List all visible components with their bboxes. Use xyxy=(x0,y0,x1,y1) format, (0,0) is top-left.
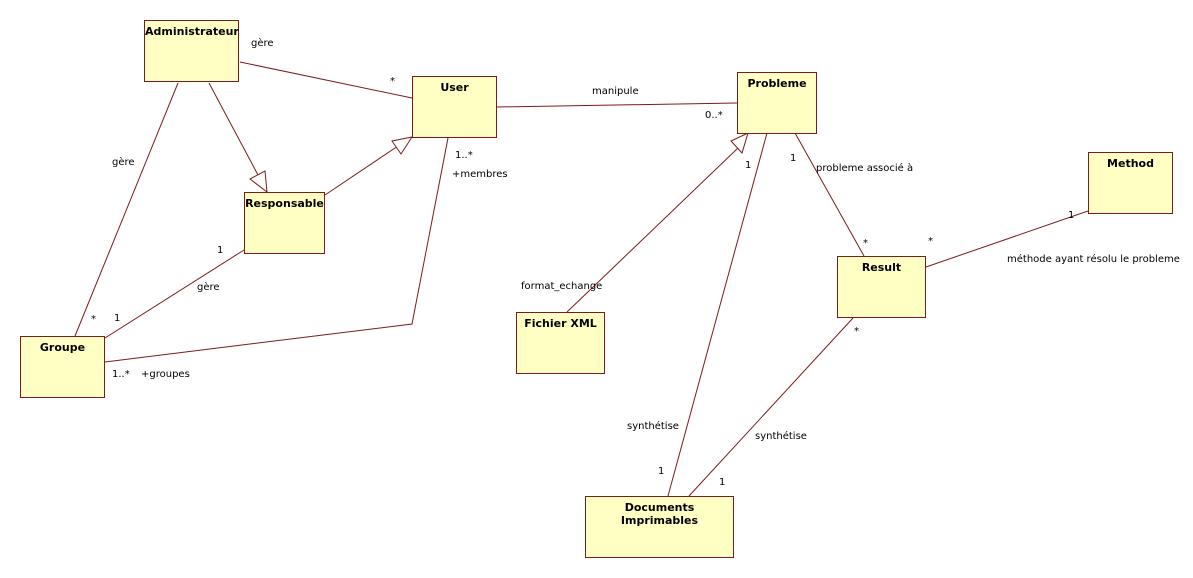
assoc-label: format_echange xyxy=(521,281,603,292)
multiplicity: 1 xyxy=(114,313,121,324)
multiplicity: 0..* xyxy=(705,110,723,121)
class-result[interactable]: Result xyxy=(837,256,926,318)
role-label: +membres xyxy=(452,169,508,180)
multiplicity: 1..* xyxy=(112,369,130,380)
assoc-result-documents[interactable] xyxy=(688,317,854,497)
generalization-arrowhead xyxy=(249,170,268,194)
assoc-label: gère xyxy=(251,38,274,49)
assoc-probleme-result[interactable] xyxy=(794,132,865,257)
multiplicity: * xyxy=(91,314,96,325)
assoc-label: gère xyxy=(112,157,135,168)
assoc-label: synthétise xyxy=(627,421,679,432)
class-responsable[interactable]: Responsable xyxy=(244,192,325,254)
generalization-arrowhead xyxy=(730,132,749,154)
class-groupe[interactable]: Groupe xyxy=(20,336,105,398)
assoc-label: manipule xyxy=(592,86,639,97)
assoc-groupe-user[interactable] xyxy=(104,137,449,363)
class-administrateur[interactable]: Administrateur xyxy=(144,20,239,82)
assoc-admin-user[interactable] xyxy=(239,61,413,99)
multiplicity: 1 xyxy=(217,245,224,256)
generalization-responsable-admin[interactable] xyxy=(208,82,259,176)
generalization-fichier-probleme[interactable] xyxy=(566,147,739,313)
multiplicity: 1 xyxy=(658,466,665,477)
assoc-label: méthode ayant résolu le probleme xyxy=(1007,254,1180,265)
class-probleme[interactable]: Probleme xyxy=(737,72,817,134)
class-user[interactable]: User xyxy=(412,76,497,138)
generalization-responsable-user[interactable] xyxy=(324,145,399,196)
class-fichier-xml[interactable]: Fichier XML xyxy=(516,312,605,374)
role-label: +groupes xyxy=(141,369,190,380)
class-method[interactable]: Method xyxy=(1088,152,1173,214)
multiplicity: 1..* xyxy=(455,150,473,161)
assoc-probleme-documents[interactable] xyxy=(667,132,768,497)
assoc-label: probleme associé à xyxy=(816,163,914,174)
assoc-label: synthétise xyxy=(755,431,807,442)
assoc-groupe-responsable[interactable] xyxy=(104,249,245,339)
multiplicity: * xyxy=(390,76,395,87)
assoc-user-probleme[interactable] xyxy=(496,102,738,108)
multiplicity: 1 xyxy=(719,477,726,488)
class-documents-imprimables[interactable]: Documents Imprimables xyxy=(585,496,734,558)
assoc-label: gère xyxy=(197,282,220,293)
assoc-result-method[interactable] xyxy=(925,210,1089,268)
multiplicity: * xyxy=(928,236,933,247)
multiplicity: * xyxy=(863,238,868,249)
multiplicity: * xyxy=(854,326,859,337)
multiplicity: 1 xyxy=(1068,210,1075,221)
multiplicity: 1 xyxy=(790,153,797,164)
multiplicity: 1 xyxy=(745,160,752,171)
assoc-admin-groupe[interactable] xyxy=(74,82,179,337)
generalization-arrowhead xyxy=(391,136,414,155)
